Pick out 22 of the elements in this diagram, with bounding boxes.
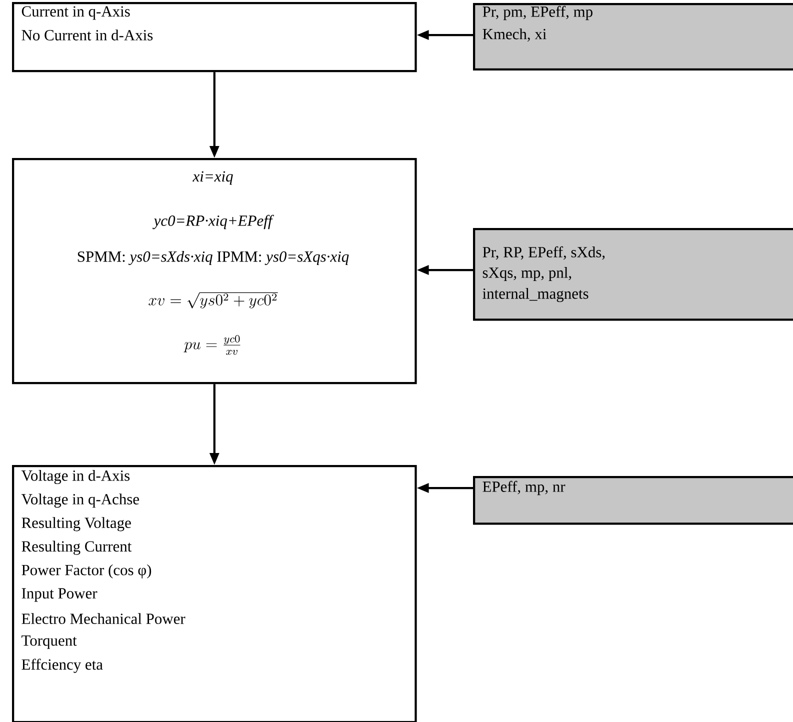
box-text: Voltage in q-Achse bbox=[21, 494, 139, 508]
box-text: Voltage in d-Axis bbox=[21, 470, 130, 484]
formula: $pu=\frac{yc0}{xv}$ bbox=[184, 335, 240, 355]
box-text: Effciency eta bbox=[22, 658, 103, 673]
box-text: Kmech, xi bbox=[482, 28, 546, 42]
box-text: Pr, RP, EPeff, sXds, bbox=[482, 246, 605, 260]
box-text: Resulting Current bbox=[22, 540, 132, 555]
formula: xi=xiq bbox=[192, 171, 233, 185]
box-text: Current in q-Axis bbox=[22, 6, 130, 20]
box-text: internal_magnets bbox=[482, 288, 588, 302]
box-text: Resulting Voltage bbox=[22, 517, 131, 532]
box-text: Power Factor (cos φ) bbox=[22, 564, 152, 578]
box-text: Torquent bbox=[22, 635, 77, 649]
box-text: EPeff, mp, nr bbox=[482, 480, 566, 496]
formula: yc0=RP·xiq+EPeff bbox=[152, 214, 274, 230]
box-text: Electro Mechanical Power bbox=[22, 613, 186, 624]
box-text: Input Power bbox=[22, 588, 98, 602]
formula: SPMM: ys0=sXds·xiq IPMM: ys0=sXqs·xiq bbox=[78, 250, 349, 266]
box-text: sXqs, mp, pnl, bbox=[482, 267, 572, 282]
formula: $xv=\sqrt{ys0^{2} + yc0^{2}}$ bbox=[148, 292, 278, 308]
box-text: No Current in d-Axis bbox=[22, 30, 153, 40]
box-text: Pr, pm, EPeff, mp bbox=[482, 6, 592, 20]
